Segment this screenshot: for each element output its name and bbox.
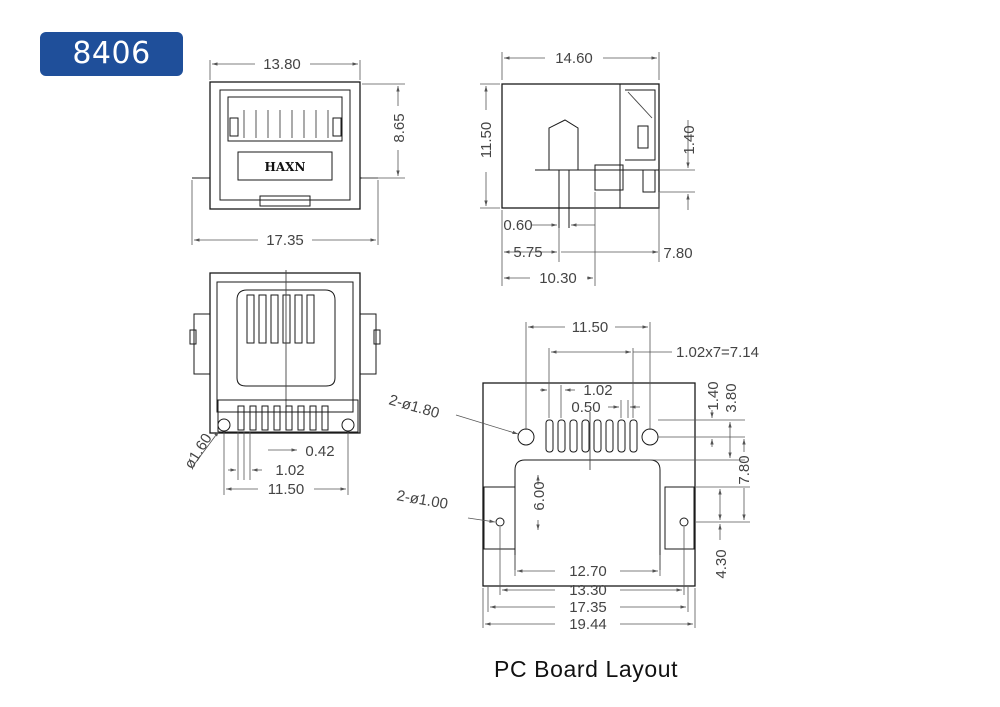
bottom-view: ø1.60 0.42 1.02 11.50 bbox=[181, 270, 381, 498]
front-span-dim: 17.35 bbox=[266, 232, 304, 249]
side-height-dim: 11.50 bbox=[478, 122, 495, 158]
pcb-v4-dim: 6.00 bbox=[531, 481, 548, 510]
bottom-hole-left bbox=[217, 418, 231, 432]
side-depth-dim: 10.30 bbox=[539, 270, 577, 287]
side-body-outline bbox=[501, 83, 660, 209]
front-body-outline bbox=[209, 81, 361, 210]
pcb-v3-dim: 7.80 bbox=[736, 455, 753, 484]
bottom-hole-right bbox=[341, 418, 355, 432]
pcb-pin-holes bbox=[545, 419, 638, 453]
side-pos-a-dim: 5.75 bbox=[513, 244, 542, 261]
pcb-large-hole-left bbox=[517, 428, 535, 446]
bottom-body-outline bbox=[209, 272, 361, 434]
pcb-pitch-dim: 1.02 bbox=[583, 382, 612, 399]
front-height-dim: 8.65 bbox=[391, 113, 408, 142]
part-number-badge: 8406 bbox=[40, 32, 183, 76]
pcb-pad-left bbox=[483, 486, 516, 550]
pcb-h2-dim: 13.30 bbox=[569, 582, 607, 599]
pcb-v1-dim: 1.40 bbox=[705, 381, 722, 410]
brand-mark: HAXN bbox=[265, 160, 306, 174]
bottom-hole-dim: ø1.60 bbox=[181, 431, 216, 473]
bottom-pin-width-dim: 0.42 bbox=[305, 443, 334, 460]
front-width-dim: 13.80 bbox=[263, 56, 301, 73]
pcb-v5-dim: 4.30 bbox=[713, 549, 730, 578]
side-view: 14.60 11.50 1.40 0.60 5.75 7.80 10.30 bbox=[478, 50, 698, 287]
pcb-small-hole-left bbox=[495, 517, 505, 527]
front-view: HAXN 13.80 8.65 17.35 bbox=[191, 56, 408, 249]
pcb-large-hole-right bbox=[641, 428, 659, 446]
pcb-offset-dim: 0.50 bbox=[571, 399, 600, 416]
front-contacts bbox=[243, 110, 329, 138]
pcb-pitch-total-dim: 1.02x7=7.14 bbox=[676, 344, 759, 361]
pcb-span-top-dim: 11.50 bbox=[572, 319, 608, 336]
bottom-pins bbox=[237, 405, 329, 431]
pcb-layout-view: 11.50 1.02x7=7.14 1.02 0.50 2-ø1.80 2-ø1… bbox=[387, 319, 759, 633]
side-width-dim: 14.60 bbox=[555, 50, 593, 67]
pcb-h3-dim: 17.35 bbox=[569, 599, 607, 616]
pcb-v2-dim: 3.80 bbox=[723, 383, 740, 412]
side-pos-b-dim: 7.80 bbox=[663, 245, 692, 262]
bottom-pitch-dim: 1.02 bbox=[275, 462, 304, 479]
bottom-contact-slots bbox=[246, 294, 315, 344]
bottom-span-dim: 11.50 bbox=[268, 481, 304, 498]
pcb-outline bbox=[482, 382, 696, 587]
pcb-pad-right bbox=[664, 486, 695, 550]
pcb-h1-dim: 12.70 bbox=[569, 563, 607, 580]
pcb-small-hole-right bbox=[679, 517, 689, 527]
pcb-small-holes-dim: 2-ø1.00 bbox=[395, 487, 449, 513]
side-pin-dim: 0.60 bbox=[503, 217, 532, 234]
side-tab-dim: 1.40 bbox=[681, 125, 698, 154]
pcb-layout-caption: PC Board Layout bbox=[494, 656, 679, 682]
pcb-h4-dim: 19.44 bbox=[569, 616, 607, 633]
pcb-large-holes-dim: 2-ø1.80 bbox=[387, 392, 441, 423]
